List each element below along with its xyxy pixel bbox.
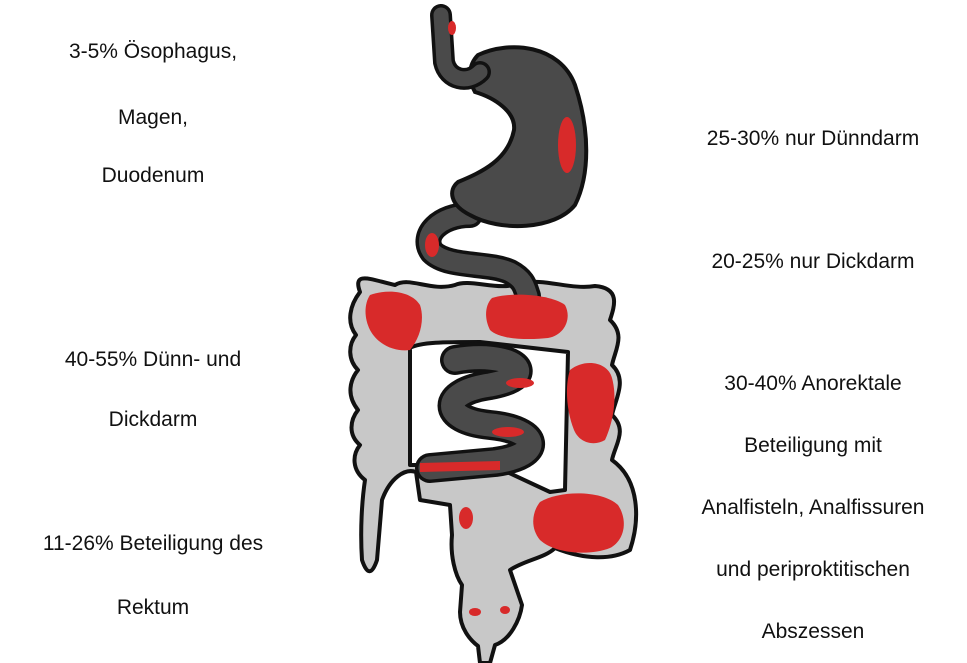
digestive-tract-diagram bbox=[300, 0, 660, 663]
label-magen: Magen, bbox=[18, 106, 288, 130]
label-small-intestine-only: 25-30% nur Dünndarm bbox=[668, 127, 958, 151]
label-large-intestine-only: 20-25% nur Dickdarm bbox=[668, 250, 958, 274]
label-periproctitic: und periproktitischen bbox=[668, 558, 958, 582]
lesion-small-intestine-1 bbox=[506, 378, 534, 388]
esophagus bbox=[441, 15, 480, 79]
label-duodenum: Duodenum bbox=[18, 164, 288, 188]
label-rectum-involvement: 11-26% Beteiligung des bbox=[8, 532, 298, 556]
lesion-sigmoid bbox=[533, 493, 624, 552]
lesion-anal-left bbox=[469, 608, 481, 616]
lesion-anal-right bbox=[500, 606, 510, 614]
lesion-stomach bbox=[558, 117, 576, 173]
lesion-transverse-colon bbox=[486, 295, 568, 339]
lesion-duodenum bbox=[425, 233, 439, 257]
lesion-rectum-left bbox=[459, 507, 473, 529]
label-rektum: Rektum bbox=[18, 596, 288, 620]
small-intestine bbox=[430, 358, 530, 468]
label-small-and-large-intestine: 40-55% Dünn- und bbox=[18, 348, 288, 372]
lesion-esophagus bbox=[448, 21, 456, 35]
label-dickdarm: Dickdarm bbox=[18, 408, 288, 432]
label-abscesses: Abszessen bbox=[668, 620, 958, 644]
label-involvement-with: Beteiligung mit bbox=[668, 434, 958, 458]
label-esophagus-stomach-duodenum: 3-5% Ösophagus, bbox=[18, 40, 288, 64]
lesion-small-intestine-2 bbox=[492, 427, 524, 437]
label-fistulas-fissures: Analfisteln, Analfissuren bbox=[662, 496, 964, 520]
label-anorectal: 30-40% Anorektale bbox=[668, 372, 958, 396]
